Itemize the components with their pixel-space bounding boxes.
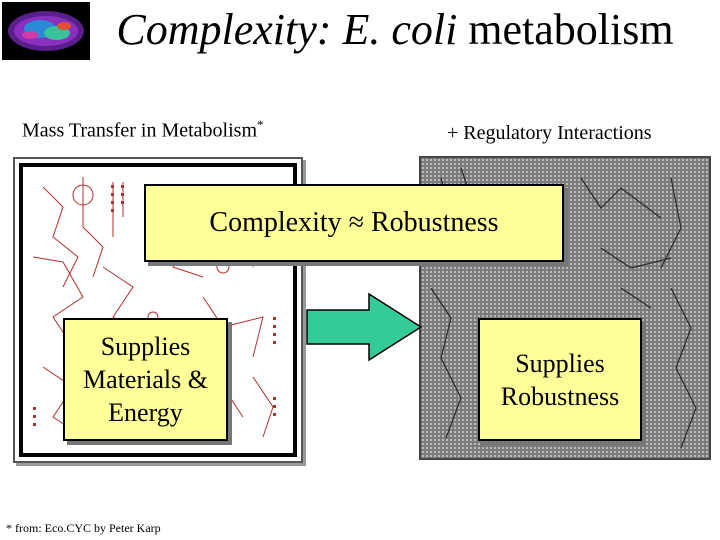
- title-organism: E. coli: [342, 5, 458, 54]
- right-arrow: [305, 292, 425, 362]
- complexity-robustness-text: Complexity ≈ Robustness: [209, 207, 499, 238]
- subtitle-left: Mass Transfer in Metabolism*: [22, 117, 264, 143]
- footnote-marker: *: [257, 117, 264, 132]
- subtitle-left-text: Mass Transfer in Metabolism: [22, 119, 257, 142]
- ecoli-cell-graphic: [2, 2, 90, 60]
- supplies-robustness-box: Supplies Robustness: [478, 318, 642, 441]
- supplies-materials-text: Supplies Materials & Energy: [83, 332, 208, 427]
- title-prefix: Complexity:: [116, 5, 343, 54]
- slide-title: Complexity: E. coli metabolism: [0, 2, 720, 58]
- supplies-robustness-text: Supplies Robustness: [500, 348, 620, 411]
- source-footnote: * from: Eco.CYC by Peter Karp: [6, 521, 161, 535]
- ecoli-logo-image: [2, 2, 90, 60]
- arrow-right-icon: [306, 292, 423, 362]
- subtitle-right: + Regulatory Interactions: [447, 122, 652, 144]
- supplies-materials-box: Supplies Materials & Energy: [63, 318, 228, 441]
- title-suffix: metabolism: [457, 5, 674, 54]
- complexity-robustness-box: Complexity ≈ Robustness: [144, 184, 564, 262]
